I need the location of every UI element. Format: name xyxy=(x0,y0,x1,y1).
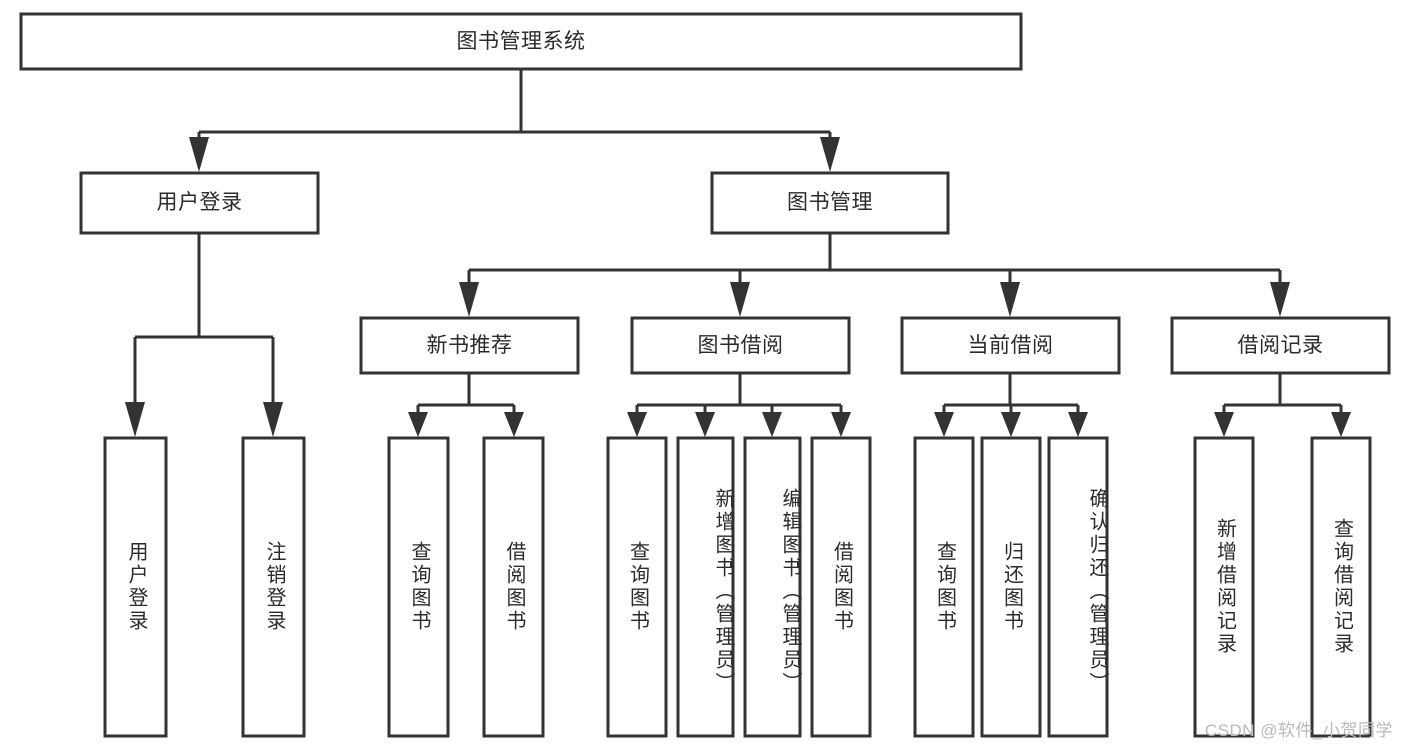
node-box-new-book-recommend[interactable] xyxy=(359,316,580,375)
arrow-head-new-book xyxy=(459,282,479,317)
node-box-leaf-query-record[interactable] xyxy=(1310,436,1372,738)
arrow-head-book-manage xyxy=(820,137,840,172)
arrow-head-current-borrow xyxy=(1000,282,1020,317)
arrow-head-g2-leaf-2 xyxy=(695,412,715,437)
arrow-head-g1-leaf-2 xyxy=(504,412,524,437)
arrow-head-leaf-user-login-2 xyxy=(263,402,283,437)
arrow-head-book-borrow xyxy=(730,282,750,317)
node-box-book-manage[interactable] xyxy=(710,171,950,235)
arrow-head-g3-leaf-3 xyxy=(1068,412,1088,437)
watermark-text: CSDN @软件_小贺同学 xyxy=(1204,721,1393,740)
arrow-head-g2-leaf-4 xyxy=(831,412,851,437)
node-box-leaf-query-book-1[interactable] xyxy=(387,436,450,738)
arrow-head-g2-leaf-1 xyxy=(627,412,647,437)
arrow-head-user-login xyxy=(189,137,209,172)
node-box-leaf-logout[interactable] xyxy=(241,436,306,738)
node-box-leaf-borrow-book-2[interactable] xyxy=(810,436,872,738)
arrow-head-g4-leaf-1 xyxy=(1214,412,1234,437)
node-box-leaf-edit-book[interactable] xyxy=(743,436,802,738)
node-box-leaf-query-book-3[interactable] xyxy=(913,436,975,738)
node-box-user-login[interactable] xyxy=(79,171,320,235)
arrow-head-g3-leaf-2 xyxy=(1001,412,1021,437)
node-box-leaf-confirm-return[interactable] xyxy=(1047,436,1109,738)
node-box-leaf-user-login[interactable] xyxy=(103,436,168,738)
arrow-head-g4-leaf-2 xyxy=(1331,412,1351,437)
node-box-book-borrow[interactable] xyxy=(630,316,851,375)
node-box-leaf-borrow-book-1[interactable] xyxy=(482,436,545,738)
node-box-leaf-add-record[interactable] xyxy=(1193,436,1255,738)
arrow-head-borrow-record xyxy=(1270,282,1290,317)
arrow-head-g2-leaf-3 xyxy=(762,412,782,437)
node-box-leaf-query-book-2[interactable] xyxy=(606,436,668,738)
node-box-root[interactable] xyxy=(19,12,1023,71)
node-box-borrow-record[interactable] xyxy=(1170,316,1391,375)
arrow-head-g1-leaf-1 xyxy=(408,412,428,437)
arrow-head-g3-leaf-1 xyxy=(934,412,954,437)
node-box-current-borrow[interactable] xyxy=(900,316,1121,375)
node-box-leaf-add-book[interactable] xyxy=(676,436,735,738)
node-box-leaf-return-book[interactable] xyxy=(980,436,1042,738)
arrow-head-leaf-user-login-1 xyxy=(125,402,145,437)
